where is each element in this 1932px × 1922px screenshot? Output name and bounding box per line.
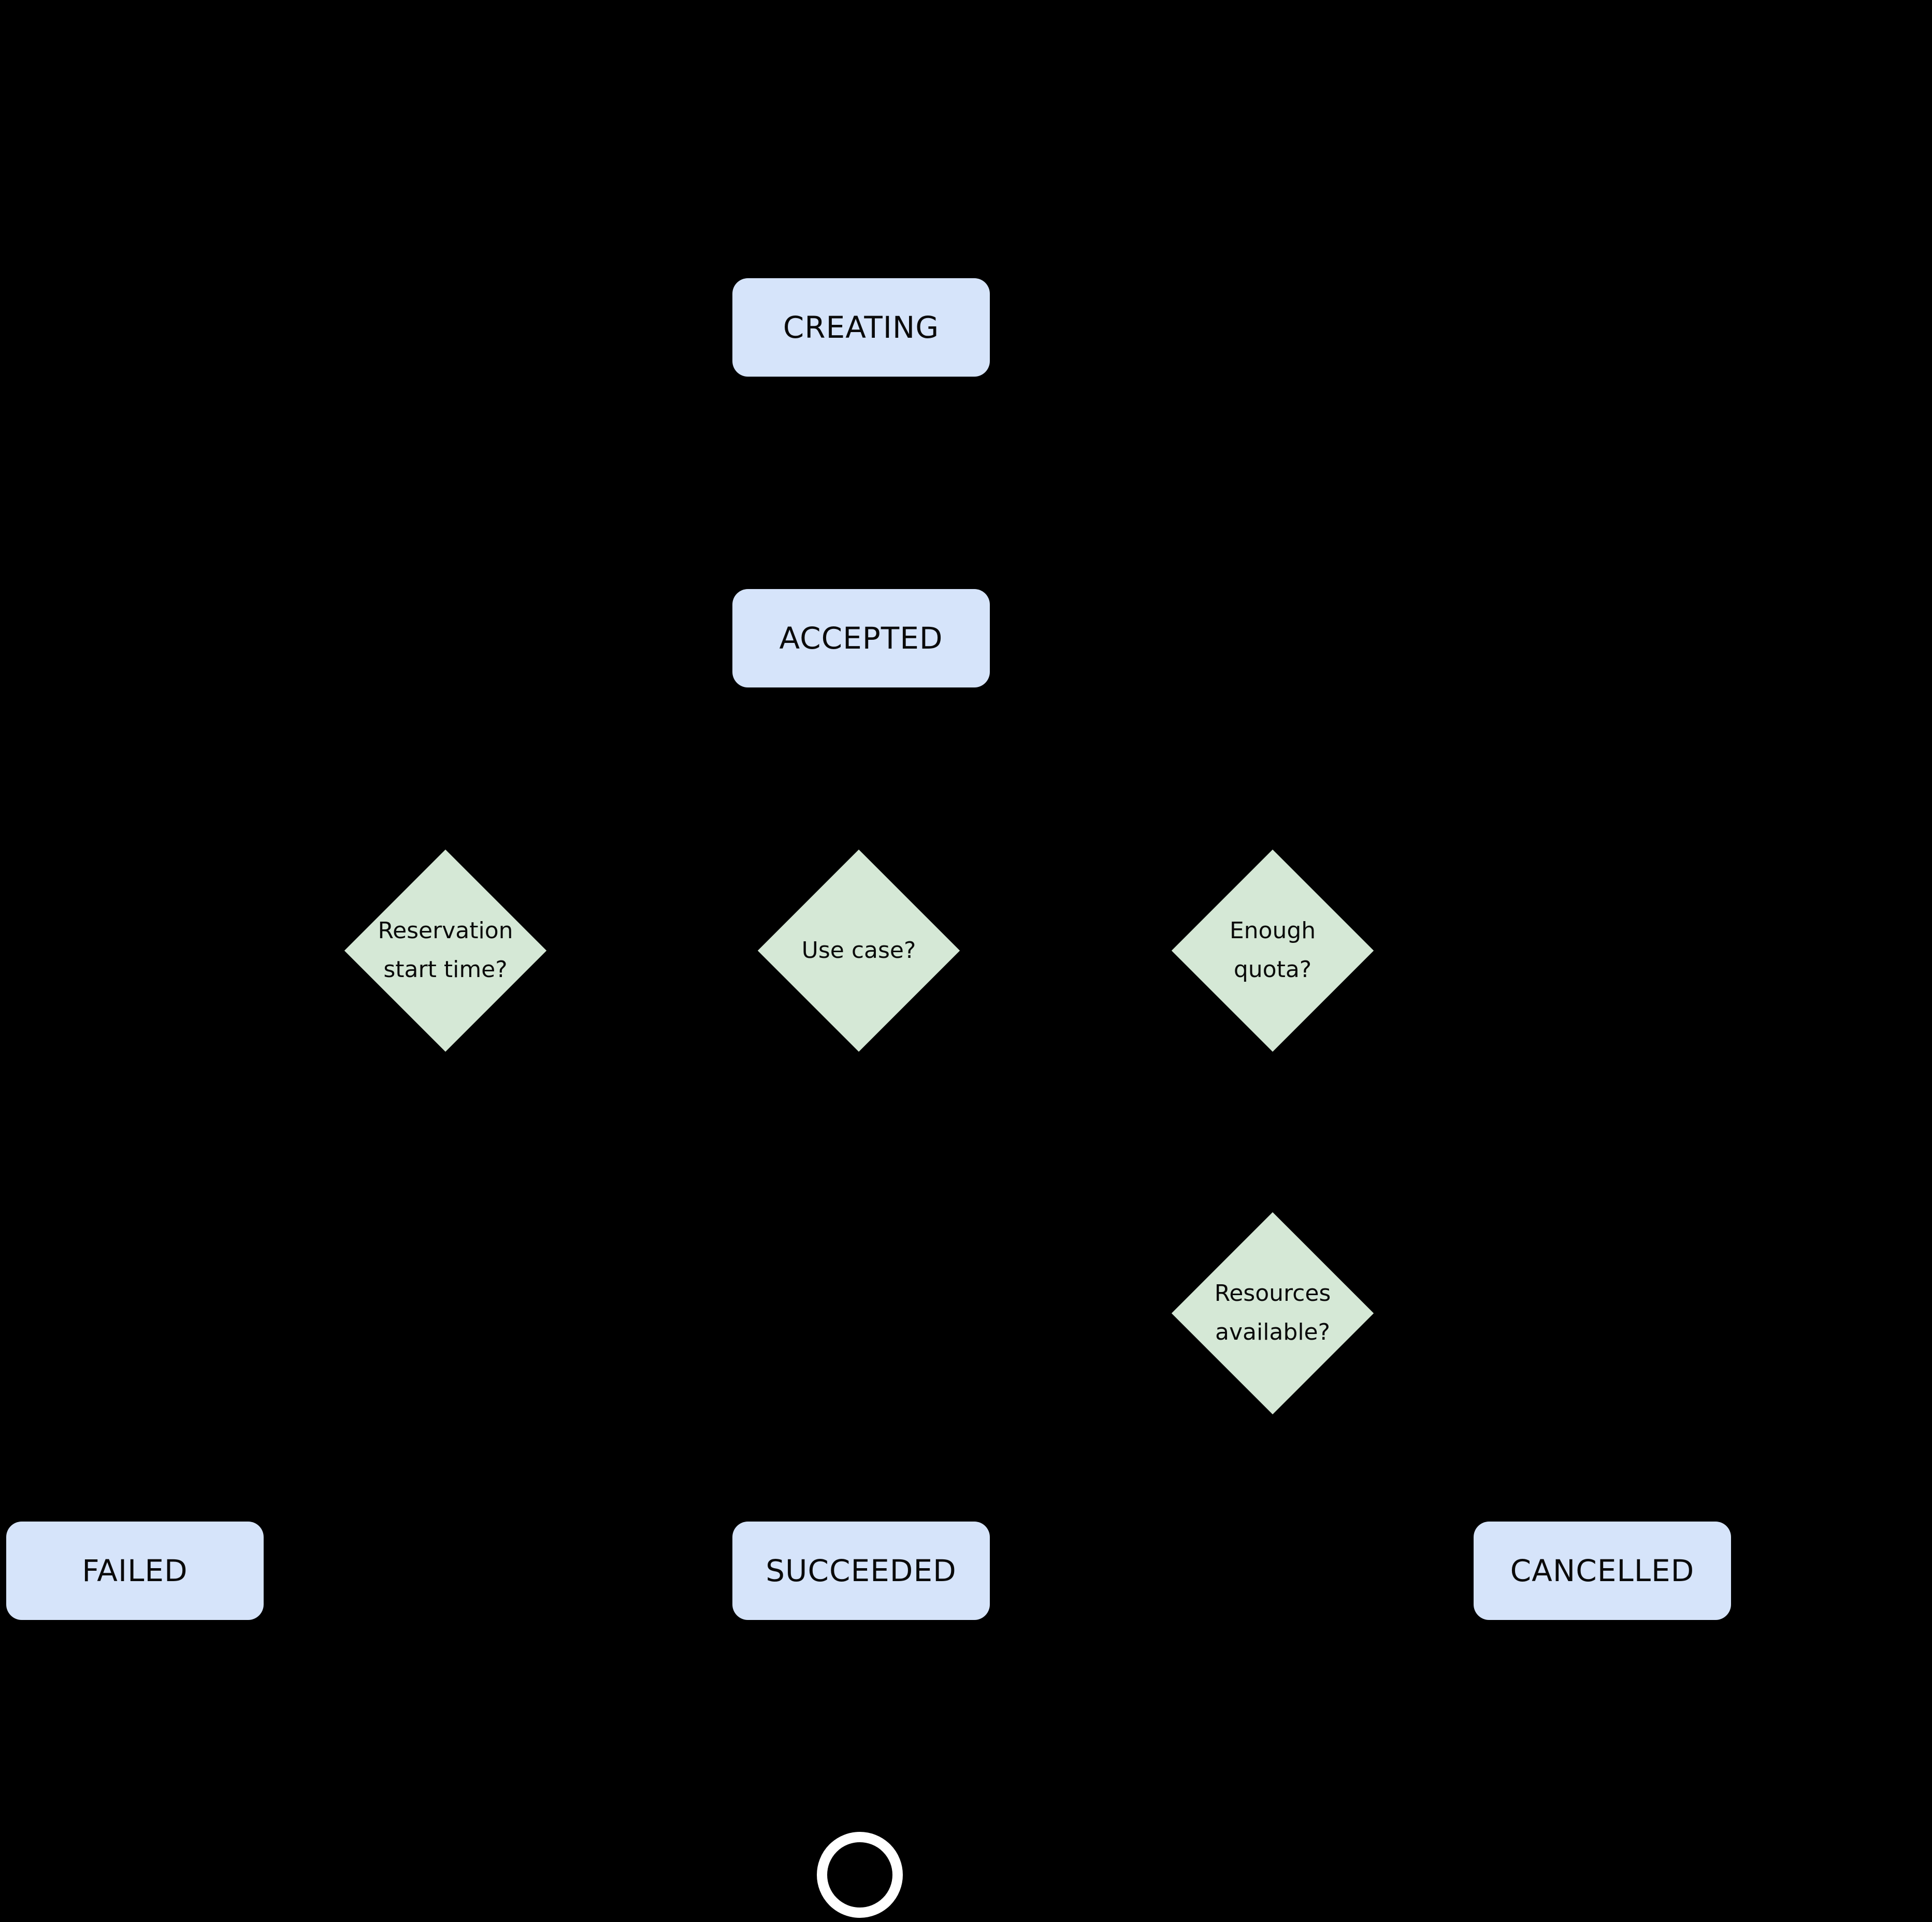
state-creating-label: CREATING xyxy=(783,310,940,345)
state-failed: FAILED xyxy=(6,1522,264,1620)
state-cancelled-label: CANCELLED xyxy=(1510,1553,1695,1588)
decision-reservation-start-time: Reservation start time? xyxy=(344,849,547,1052)
state-succeeded: SUCCEEDED xyxy=(732,1522,990,1620)
decision-resources-available-label: Resources available? xyxy=(1214,1280,1331,1345)
end-state-icon xyxy=(817,1832,903,1918)
decision-reservation-start-time-label: Reservation start time? xyxy=(378,917,513,983)
decision-resources-available: Resources available? xyxy=(1171,1212,1374,1415)
state-cancelled: CANCELLED xyxy=(1474,1522,1731,1620)
state-accepted-label: ACCEPTED xyxy=(779,621,943,656)
decision-enough-quota-label: Enough quota? xyxy=(1229,917,1316,983)
decision-use-case: Use case? xyxy=(757,849,960,1052)
state-failed-label: FAILED xyxy=(82,1553,188,1588)
decision-use-case-label: Use case? xyxy=(801,937,916,964)
decision-enough-quota: Enough quota? xyxy=(1171,849,1374,1052)
state-succeeded-label: SUCCEEDED xyxy=(766,1553,957,1588)
state-creating: CREATING xyxy=(732,278,990,377)
state-accepted: ACCEPTED xyxy=(732,589,990,687)
